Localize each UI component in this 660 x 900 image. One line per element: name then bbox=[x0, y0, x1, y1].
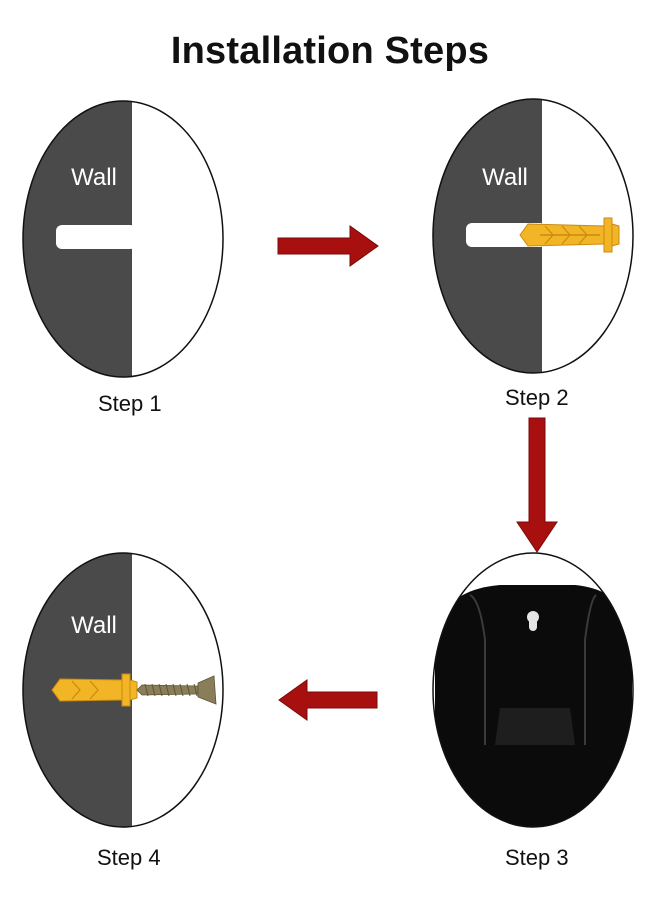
wall-anchor-icon bbox=[519, 217, 620, 253]
wall-label: Wall bbox=[71, 164, 117, 191]
step-2-circle: Wall bbox=[432, 98, 634, 374]
screw-icon bbox=[136, 675, 217, 705]
step-3-label: Step 3 bbox=[505, 845, 569, 870]
step-1-label: Step 1 bbox=[98, 391, 162, 416]
wall-holder-icon bbox=[433, 585, 633, 827]
keyhole-slot-icon bbox=[527, 611, 539, 631]
arrow-right-icon bbox=[277, 225, 379, 267]
wall-label: Wall bbox=[482, 164, 528, 191]
wall-anchor-icon bbox=[51, 673, 138, 707]
step-4-circle: Wall bbox=[22, 552, 224, 828]
page-title: Installation Steps bbox=[170, 30, 490, 72]
arrow-down-icon bbox=[516, 417, 558, 553]
step-1-circle: Wall bbox=[22, 100, 224, 378]
wall-label: Wall bbox=[71, 612, 117, 639]
arrow-left-icon bbox=[278, 679, 378, 721]
step-2-label: Step 2 bbox=[505, 385, 569, 410]
step-3-circle bbox=[432, 552, 634, 828]
drilled-hole bbox=[56, 225, 136, 249]
step-4-label: Step 4 bbox=[97, 845, 161, 870]
